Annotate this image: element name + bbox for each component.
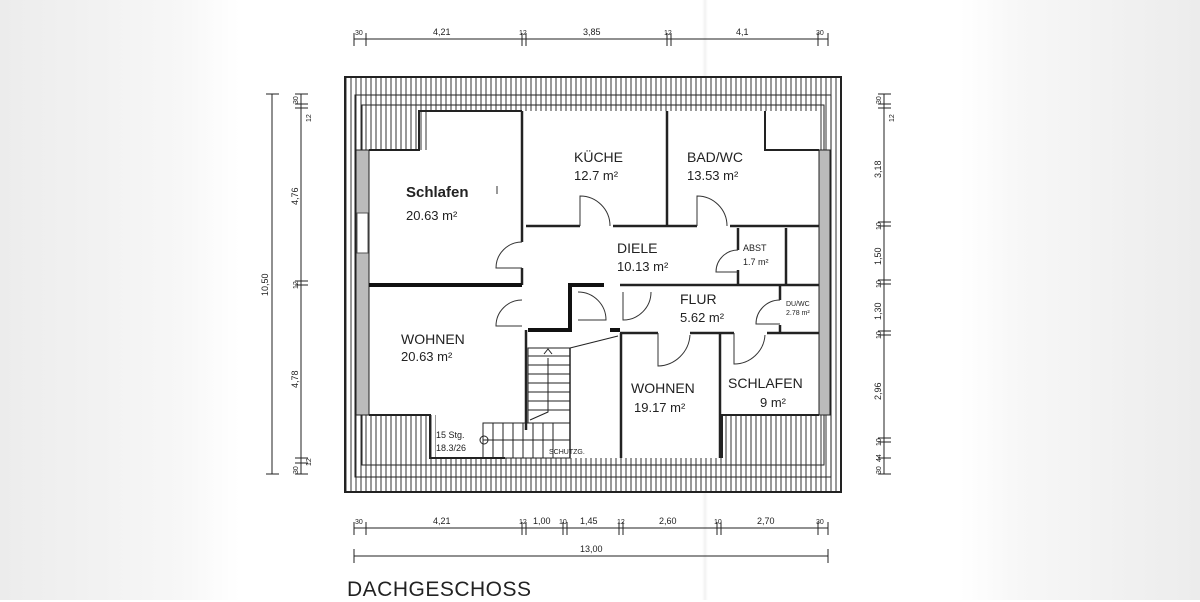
dim-left-1: 12 [306, 114, 313, 122]
dim-bottom-9: 2,70 [757, 516, 775, 526]
left-dimension-chain [266, 93, 308, 475]
dim-left-6: 30 [293, 466, 300, 474]
room-du-wc-area: 2.78 m² [786, 310, 810, 317]
dim-bottom-total: 13,00 [580, 544, 603, 554]
room-bad-wc-name: BAD/WC [687, 149, 743, 165]
room-kueche-name: KÜCHE [574, 148, 623, 165]
dim-bottom-6: 12 [617, 519, 625, 526]
dim-bottom-5: 1,45 [580, 516, 598, 526]
stair-ratio-label: 18.3/26 [436, 443, 466, 453]
top-dimension-chain [353, 33, 829, 46]
dim-bottom-3: 1,00 [533, 516, 551, 526]
room-diele-area: 10.13 m² [617, 259, 669, 274]
dim-top-5: 4,1 [736, 27, 749, 37]
dim-right-6: 1,30 [873, 302, 883, 320]
room-abst-area: 1.7 m² [743, 257, 769, 267]
stair-steps-label: 15 Stg. [436, 430, 465, 440]
interior-floor [369, 111, 819, 458]
bearing-walls [369, 283, 620, 332]
room-kueche-area: 12.7 m² [574, 168, 619, 183]
dim-bottom-8: 10 [714, 519, 722, 526]
dim-right-10: 44 [876, 454, 883, 462]
room-diele-name: DIELE [617, 240, 657, 256]
dim-right-9: 10 [876, 438, 883, 446]
dim-top-4: 12 [664, 30, 672, 37]
staircase [479, 335, 619, 459]
dim-left-total: 10,50 [260, 273, 270, 296]
room-flur-name: FLUR [680, 291, 717, 307]
dim-top-1: 4,21 [433, 27, 451, 37]
room-wohnen-1-area: 20.63 m² [401, 349, 453, 364]
dim-left-3: 12 [293, 281, 300, 289]
dim-right-7: 10 [876, 331, 883, 339]
room-du-wc-name: DU/WC [786, 301, 810, 308]
dim-bottom-4: 10 [559, 519, 567, 526]
room-abst-name: ABST [743, 243, 767, 253]
dim-bottom-1: 4,21 [433, 516, 451, 526]
room-wohnen-2-area: 19.17 m² [634, 400, 686, 415]
bottom-dimension-chain [353, 522, 829, 563]
room-wohnen-1-name: WOHNEN [401, 331, 465, 347]
room-schlafen-2-area: 9 m² [760, 395, 787, 410]
schutzgitter-label: SCHUTZG. [549, 449, 585, 456]
dim-right-4: 1,50 [873, 247, 883, 265]
dim-top-3: 3,85 [583, 27, 601, 37]
dim-left-2: 4,76 [290, 187, 300, 205]
room-schlafen-1-name: Schlafen [406, 184, 469, 201]
knee-wall-lines [369, 110, 819, 459]
interior-walls [520, 111, 819, 458]
room-flur-area: 5.62 m² [680, 310, 725, 325]
dim-top-6: 30 [816, 30, 824, 37]
room-wohnen-2-name: WOHNEN [631, 380, 695, 396]
dim-bottom-0: 30 [355, 519, 363, 526]
dim-top-2: 12 [519, 30, 527, 37]
dim-bottom-10: 30 [816, 519, 824, 526]
dim-right-3: 10 [876, 222, 883, 230]
dim-right-0: 30 [876, 96, 883, 104]
left-exterior-wall [355, 149, 370, 416]
dim-right-11: 30 [876, 466, 883, 474]
dim-top-0: 30 [355, 30, 363, 37]
dim-right-1: 12 [889, 114, 896, 122]
right-dimension-chain [878, 93, 891, 475]
dim-left-0: 30 [293, 96, 300, 104]
door-swings [495, 195, 781, 367]
dim-bottom-2: 12 [519, 519, 527, 526]
dim-left-4: 4,78 [290, 370, 300, 388]
right-exterior-wall [818, 149, 831, 416]
left-window [356, 212, 369, 254]
dim-bottom-7: 2,60 [659, 516, 677, 526]
room-schlafen-2-name: SCHLAFEN [728, 375, 803, 391]
dim-right-8: 2,96 [873, 382, 883, 400]
room-bad-wc-area: 13.53 m² [687, 168, 739, 183]
room-schlafen-1-area: 20.63 m² [406, 208, 458, 223]
dim-right-2: 3,18 [873, 160, 883, 178]
floor-title: DACHGESCHOSS [347, 578, 532, 601]
dim-left-5: 12 [306, 458, 313, 466]
dim-right-5: 10 [876, 280, 883, 288]
